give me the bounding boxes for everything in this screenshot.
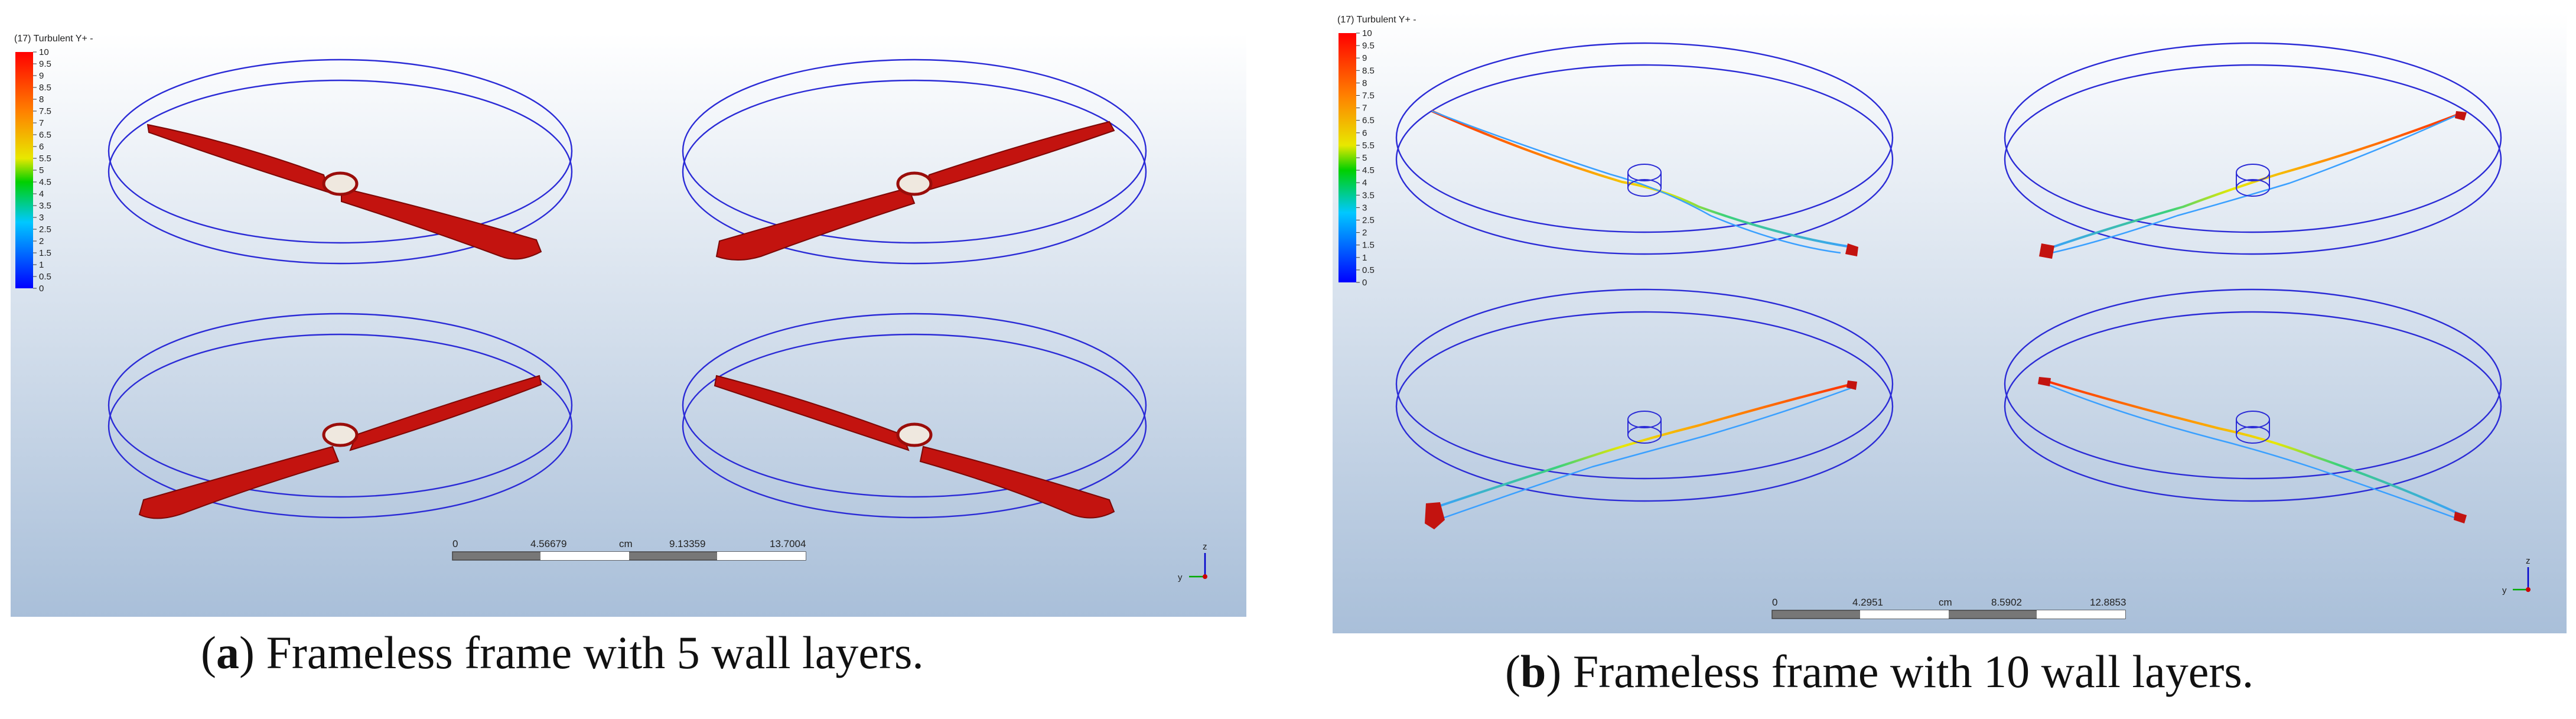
panel-b-caption-text: Frameless frame with 10 wall layers. (1561, 646, 2254, 697)
legend-tick-label: 7 (1362, 103, 1367, 113)
panel-b-rotor-bottom-right (2004, 288, 2502, 523)
panel-b-scale-1: 4.2951 (1852, 597, 1883, 608)
legend-tick-label: 9 (39, 71, 44, 81)
legend-tick-label: 2.5 (1362, 216, 1375, 226)
triad-axes-icon: z y (1178, 542, 1207, 583)
legend-tick-label: 5.5 (1362, 141, 1375, 151)
legend-tick-label: 0 (39, 284, 44, 294)
legend-tick-label: 1 (39, 260, 44, 270)
legend-tick-label: 6 (39, 142, 44, 152)
panel-a-scene: (17) Turbulent Y+ - 109.598.587.576.565.… (11, 33, 1246, 617)
legend-tick-label: 3.5 (1362, 190, 1375, 200)
panel-b-caption: (b) Frameless frame with 10 wall layers. (1505, 646, 2254, 697)
legend-tick-label: 0.5 (1362, 265, 1375, 275)
panel-b-caption-letter: b (1520, 646, 1546, 697)
panel-a-caption-letter: a (216, 627, 239, 678)
legend-tick-label: 6.5 (1362, 116, 1375, 126)
panel-b-scale-2: 8.5902 (1991, 597, 2022, 608)
legend-tick-label: 2 (39, 236, 44, 246)
legend-tick-label: 5 (39, 165, 44, 175)
legend-tick-label: 2 (1362, 228, 1367, 238)
legend-tick-label: 7 (39, 118, 44, 128)
panel-b-axis-z: z (2526, 556, 2531, 566)
legend-tick-label: 10 (39, 47, 49, 57)
panel-b-legend: (17) Turbulent Y+ - 109.598.587.576.565.… (1337, 15, 1416, 288)
legend-tick-label: 4 (1362, 178, 1367, 188)
panel-a-axis-y: y (1178, 572, 1183, 583)
triad-axes-icon: z y (2502, 556, 2531, 596)
panel-b-scale-bar: 0 4.2951 cm 8.5902 12.8853 (1771, 597, 2126, 619)
legend-tick-label: 6.5 (39, 130, 51, 140)
panel-a-legend-title: (17) Turbulent Y+ - (14, 34, 93, 44)
panel-b-scale-0: 0 (1772, 597, 1777, 608)
legend-tick-label: 3 (39, 213, 44, 223)
panel-a-scale-1: 4.56679 (530, 538, 566, 549)
legend-tick-label: 1.5 (39, 248, 51, 258)
panel-a-background (11, 33, 1246, 617)
panel-b-colorbar (1339, 33, 1356, 282)
panel-a-rotor-bottom-right (682, 313, 1147, 519)
legend-tick-label: 6 (1362, 128, 1367, 138)
panel-b-rotor-top-left (1395, 42, 1894, 256)
legend-tick-label: 3.5 (39, 201, 51, 211)
legend-tick-label: 5.5 (39, 154, 51, 164)
legend-tick-label: 4.5 (1362, 165, 1375, 175)
panel-a-rotor-top-left (108, 58, 573, 265)
legend-tick-label: 8 (1362, 78, 1367, 88)
panel-a-caption-text: Frameless frame with 5 wall layers. (254, 627, 924, 678)
panel-b-rotor-top-right (2004, 42, 2502, 259)
legend-tick-label: 4.5 (39, 177, 51, 187)
legend-tick-label: 9.5 (1362, 41, 1375, 51)
panel-b-scene: (17) Turbulent Y+ - 109.598.587.576.565.… (1333, 12, 2567, 633)
legend-tick-label: 10 (1362, 28, 1372, 38)
legend-tick-label: 0.5 (39, 272, 51, 282)
legend-tick-label: 9.5 (39, 59, 51, 69)
panel-a-rotor-bottom-left (108, 313, 573, 519)
panel-a-rotor-top-right (682, 58, 1147, 265)
legend-tick-label: 7.5 (1362, 91, 1375, 101)
legend-tick-label: 9 (1362, 53, 1367, 63)
panel-b-legend-title: (17) Turbulent Y+ - (1337, 15, 1416, 25)
legend-tick-label: 0 (1362, 278, 1367, 288)
legend-tick-label: 8.5 (1362, 66, 1375, 76)
panel-a-scale-2: 9.13359 (669, 538, 705, 549)
legend-tick-label: 5 (1362, 153, 1367, 163)
legend-tick-label: 8 (39, 95, 44, 105)
legend-tick-label: 4 (39, 189, 44, 199)
panel-b-axis-y: y (2502, 585, 2507, 596)
panel-a-caption: (a) Frameless frame with 5 wall layers. (201, 627, 924, 678)
panel-a-legend: (17) Turbulent Y+ - 109.598.587.576.565.… (14, 34, 93, 294)
legend-tick-label: 1.5 (1362, 240, 1375, 250)
panel-a-scale-bar: 0 4.56679 cm 9.13359 13.7004 (452, 538, 806, 561)
legend-tick-label: 7.5 (39, 106, 51, 116)
panel-a-scale-3: 13.7004 (770, 538, 806, 549)
panel-b-scale-unit: cm (1939, 597, 1952, 608)
legend-tick-label: 1 (1362, 253, 1367, 263)
panel-b-background (1333, 12, 2567, 633)
panel-a-axis-z: z (1203, 542, 1207, 552)
panel-b-rotor-bottom-left (1395, 288, 1894, 529)
panel-b-scale-3: 12.8853 (2090, 597, 2126, 608)
legend-tick-label: 2.5 (39, 225, 51, 235)
panel-a-scale-0: 0 (452, 538, 458, 549)
panel-a-scale-unit: cm (619, 538, 633, 549)
legend-tick-label: 3 (1362, 203, 1367, 213)
legend-tick-label: 8.5 (39, 83, 51, 93)
panel-a-colorbar (15, 52, 33, 288)
